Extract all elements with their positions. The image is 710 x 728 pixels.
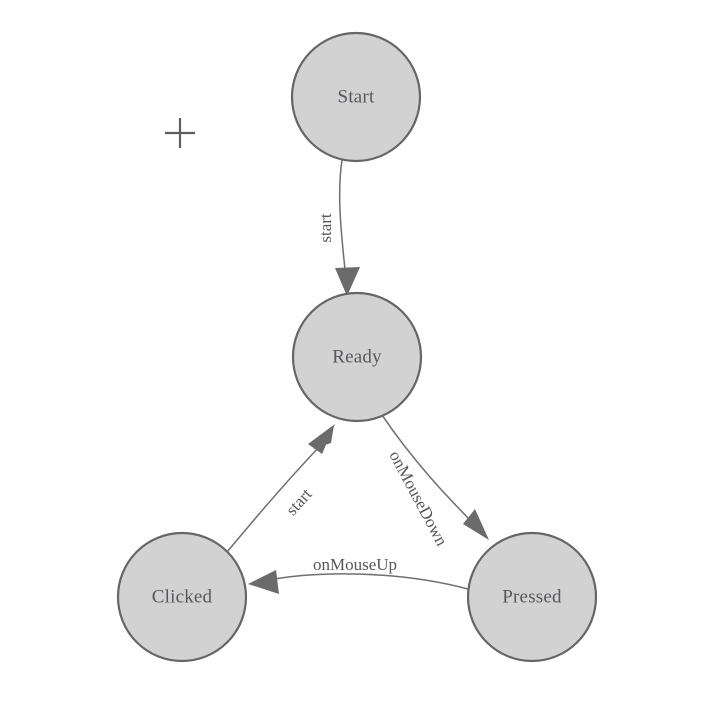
edge-pressed-to-clicked-path[interactable]: [262, 573, 469, 590]
edge-clicked-to-ready-arrowhead-body: [308, 424, 335, 454]
node-start-label: Start: [338, 86, 375, 107]
edge-start-to-ready-label: start: [316, 213, 335, 243]
edge-ready-to-pressed-path[interactable]: [379, 411, 479, 529]
node-start[interactable]: Start: [290, 31, 422, 163]
node-pressed-circle[interactable]: [466, 531, 598, 663]
edge-pressed-to-clicked-label: onMouseUp: [313, 555, 397, 574]
edge-ready-to-pressed-arrowhead: [463, 509, 489, 540]
node-pressed-label: Pressed: [502, 586, 562, 607]
node-pressed[interactable]: Pressed: [466, 531, 598, 663]
edge-clicked-to-ready-path[interactable]: [226, 443, 323, 553]
edge-clicked-to-ready[interactable]: start: [226, 424, 335, 553]
node-clicked-circle[interactable]: [116, 531, 248, 663]
node-ready-circle[interactable]: [291, 291, 423, 423]
node-ready[interactable]: Ready: [291, 291, 423, 423]
edge-ready-to-pressed[interactable]: onMouseDown: [379, 411, 489, 549]
crosshair-icon[interactable]: [165, 118, 195, 148]
edge-pressed-to-clicked[interactable]: onMouseUp: [248, 555, 469, 594]
edge-pressed-to-clicked-arrowhead: [248, 570, 279, 594]
edge-start-to-ready[interactable]: start: [316, 159, 360, 296]
node-clicked[interactable]: Clicked: [116, 531, 248, 663]
edge-start-to-ready-path[interactable]: [338, 159, 347, 282]
node-ready-label: Ready: [332, 346, 382, 367]
edge-start-to-ready-arrowhead: [335, 267, 360, 296]
node-clicked-label: Clicked: [152, 586, 213, 607]
edge-clicked-to-ready-label: start: [282, 485, 316, 520]
node-start-circle[interactable]: [290, 31, 422, 163]
